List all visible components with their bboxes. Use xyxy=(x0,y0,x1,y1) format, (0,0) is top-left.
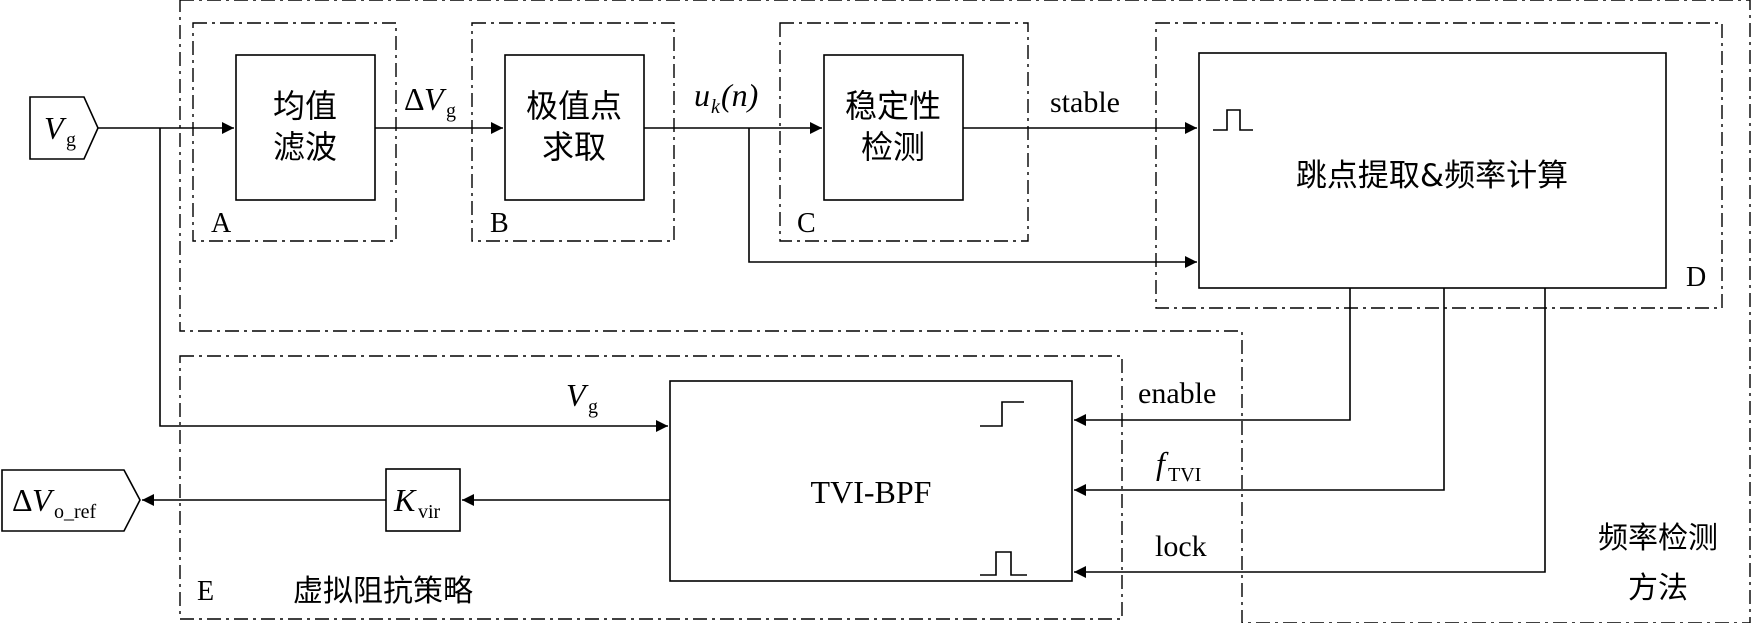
stable-label: stable xyxy=(1050,86,1120,119)
vg-tvi-label: V xyxy=(566,377,589,413)
delta-vg-sub: g xyxy=(446,100,456,122)
region-c-box xyxy=(779,22,1029,242)
delta-vg-base: V xyxy=(424,81,447,117)
region-a-label: A xyxy=(211,208,232,239)
freq-detection-region xyxy=(179,0,1751,623)
stability-line1: 稳定性 xyxy=(845,87,941,125)
region-b-label: B xyxy=(490,208,509,239)
region-a-box xyxy=(192,22,397,242)
jump-freq-block xyxy=(1198,52,1667,289)
f-tvi-sub: TVI xyxy=(1168,464,1201,486)
k-vir-base: K xyxy=(393,482,417,518)
region-b-box xyxy=(471,22,675,242)
pulse-symbol-d xyxy=(1213,109,1253,131)
wire-enable xyxy=(1074,288,1351,426)
vo-ref-base: V xyxy=(32,482,55,518)
vo-ref-sub: o_ref xyxy=(54,501,97,523)
pulse-symbol-tvi xyxy=(980,551,1027,576)
region-e-title: 虚拟阻抗策略 xyxy=(293,574,473,609)
stability-line2: 检测 xyxy=(861,128,925,166)
wire-vg-to-tvi xyxy=(159,128,668,432)
freq-method-line1: 频率检测 xyxy=(1598,521,1718,556)
region-d-label: D xyxy=(1686,262,1706,293)
lock-label: lock xyxy=(1155,530,1207,563)
k-vir-sub: vir xyxy=(418,501,441,523)
wire-f-tvi xyxy=(1074,288,1445,496)
region-e-box xyxy=(179,355,1123,620)
uk-base: u xyxy=(694,77,710,113)
mean-filter-line1: 均值 xyxy=(273,87,337,125)
tvi-bpf-label: TVI-BPF xyxy=(811,474,932,510)
step-symbol-tvi xyxy=(980,401,1024,427)
region-d-box xyxy=(1155,22,1723,309)
wire-lock xyxy=(1074,288,1546,578)
vg-input-sub: g xyxy=(66,129,76,151)
vg-tvi-sub: g xyxy=(588,396,598,418)
region-e-label: E xyxy=(197,576,214,607)
wire-uk-to-d xyxy=(748,128,1197,268)
freq-method-line2: 方法 xyxy=(1628,571,1688,606)
jump-freq-label: 跳点提取&频率计算 xyxy=(1296,158,1568,194)
extremum-line1: 极值点 xyxy=(526,87,622,125)
region-c-label: C xyxy=(797,208,816,239)
extremum-line2: 求取 xyxy=(542,128,606,166)
vg-input-label: V xyxy=(44,110,67,146)
tvi-bpf-block xyxy=(669,380,1073,582)
enable-label: enable xyxy=(1138,377,1216,410)
vo-ref-delta: Δ xyxy=(12,482,33,518)
vo-ref-output-terminal xyxy=(1,469,141,532)
delta-vg-symbol: Δ xyxy=(404,81,425,117)
vg-input-terminal xyxy=(29,96,99,160)
uk-sub: k xyxy=(711,96,721,118)
mean-filter-line2: 滤波 xyxy=(273,128,337,166)
uk-arg: (n) xyxy=(721,77,758,113)
